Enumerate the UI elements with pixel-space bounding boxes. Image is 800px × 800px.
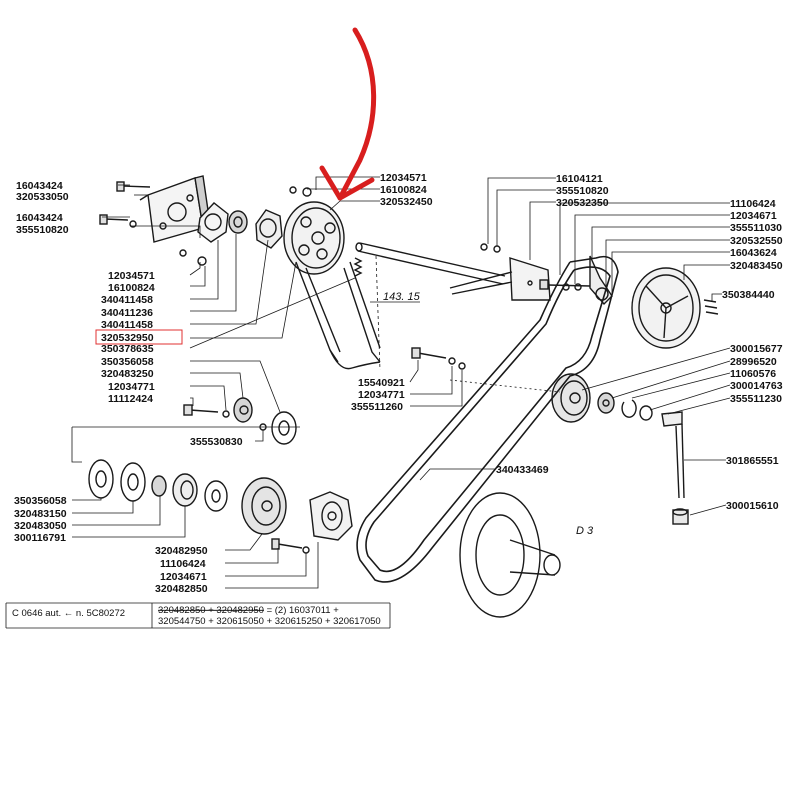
pulley-right: [631, 267, 701, 349]
label-16104121: 16104121: [556, 173, 603, 185]
flange-part: [255, 209, 283, 249]
label-350356058-b: 350356058: [14, 495, 67, 507]
label-320532350: 320532350: [556, 197, 609, 209]
label-350378635: 350378635: [101, 343, 154, 355]
label-355510820-left: 355510820: [16, 224, 69, 236]
label-12034571-left: 12034571: [108, 270, 155, 282]
label-320533050: 320533050: [16, 191, 69, 203]
label-320483050: 320483050: [14, 520, 67, 532]
clip-part: [289, 186, 297, 194]
label-320482950: 320482950: [155, 545, 208, 557]
highlight-annotation: [95, 27, 377, 345]
key-part: [703, 299, 719, 315]
nut-part: [672, 508, 689, 525]
label-12034671-right: 12034671: [730, 210, 777, 222]
footnote-struck-parts: 320482850 + 320482950: [158, 605, 264, 616]
label-12034671-bottom: 12034671: [160, 571, 207, 583]
label-12034571-top: 12034571: [380, 172, 427, 184]
bolt-part: [99, 214, 137, 228]
footnote-replacement: = (2) 16037011 +: [264, 605, 339, 616]
label-d3: D 3: [576, 525, 594, 537]
disk-d3: [459, 492, 561, 618]
label-11112424: 11112424: [108, 393, 153, 405]
flange-hub: [309, 491, 353, 541]
red-arrow-icon: [337, 27, 377, 201]
label-320532950: 320532950: [101, 332, 154, 344]
label-355510820-right: 355510820: [556, 185, 609, 197]
leader-lines: [71, 176, 731, 589]
bolt-part: [116, 181, 151, 192]
label-11060576: 11060576: [730, 368, 776, 380]
label-340411458-a: 340411458: [101, 294, 153, 306]
label-15540921: 15540921: [358, 377, 405, 389]
label-320482850: 320482850: [155, 583, 208, 595]
label-355511030: 355511030: [730, 222, 782, 234]
label-301865551: 301865551: [726, 455, 779, 467]
label-350356058-a: 350356058: [101, 356, 154, 368]
footnote-line1: 320482850 + 320482950 = (2) 16037011 +: [158, 605, 339, 616]
label-355511230: 355511230: [730, 393, 782, 405]
label-16100824-left: 16100824: [108, 282, 155, 294]
hub-pulley: [241, 477, 287, 535]
label-300015610: 300015610: [726, 500, 779, 512]
label-16043424-second: 16043424: [16, 212, 63, 224]
part-labels: 16043424 320533050 16043424 355510820 12…: [14, 172, 783, 595]
label-320483250: 320483250: [101, 368, 154, 380]
label-355530830: 355530830: [190, 436, 243, 448]
circlip-part: [621, 399, 637, 418]
footnote-ref: C 0646 aut. ← n. 5C80272: [12, 608, 125, 619]
label-320483150: 320483150: [14, 508, 67, 520]
label-350384440: 350384440: [722, 289, 775, 301]
label-11106424-right: 11106424: [730, 198, 776, 210]
label-143-15: 143. 15: [383, 291, 421, 303]
spacer-part: [233, 397, 253, 423]
clip-part: [302, 187, 312, 197]
small-belt: [295, 261, 381, 370]
label-340433469: 340433469: [496, 464, 549, 476]
highlight-box: [95, 329, 183, 345]
bearing-part: [228, 210, 248, 234]
label-12034771-mid: 12034771: [358, 389, 405, 401]
label-320532550: 320532550: [730, 235, 783, 247]
footnote-table: C 0646 aut. ← n. 5C80272 320482850 + 320…: [5, 602, 391, 629]
bolt-part: [183, 404, 230, 418]
label-300116791: 300116791: [14, 532, 66, 544]
spring-part: [353, 257, 363, 277]
label-320532450: 320532450: [380, 196, 433, 208]
v-belt-long: [356, 255, 619, 583]
label-11106424-bottom: 11106424: [160, 558, 206, 570]
bolt-part: [411, 347, 466, 370]
washer-part: [197, 256, 207, 266]
label-300015677: 300015677: [730, 343, 783, 355]
disc-stack: [88, 459, 228, 512]
label-300014763: 300014763: [730, 380, 783, 392]
pulley-middle: [551, 373, 591, 423]
bushing-part: [639, 405, 653, 421]
washer-large: [271, 411, 297, 445]
bearing-part: [597, 392, 615, 414]
label-340411236: 340411236: [101, 307, 153, 319]
label-12034771-left: 12034771: [108, 381, 155, 393]
washer-part: [179, 249, 187, 257]
shaft-part: [355, 242, 506, 285]
pin-part: [661, 411, 685, 499]
gasket-plate: [197, 202, 229, 243]
label-340411458-b: 340411458: [101, 319, 153, 331]
red-arrow-head-icon: [319, 165, 375, 201]
label-16043424-top: 16043424: [16, 180, 63, 192]
label-320483450: 320483450: [730, 260, 783, 272]
footnote-line2: 320544750 + 320615050 + 320615250 + 3206…: [158, 616, 381, 627]
label-355511260: 355511260: [351, 401, 403, 413]
label-16100824-top: 16100824: [380, 184, 427, 196]
pulley-main: [283, 201, 345, 275]
label-28996520: 28996520: [730, 356, 777, 368]
label-16043624: 16043624: [730, 247, 777, 259]
